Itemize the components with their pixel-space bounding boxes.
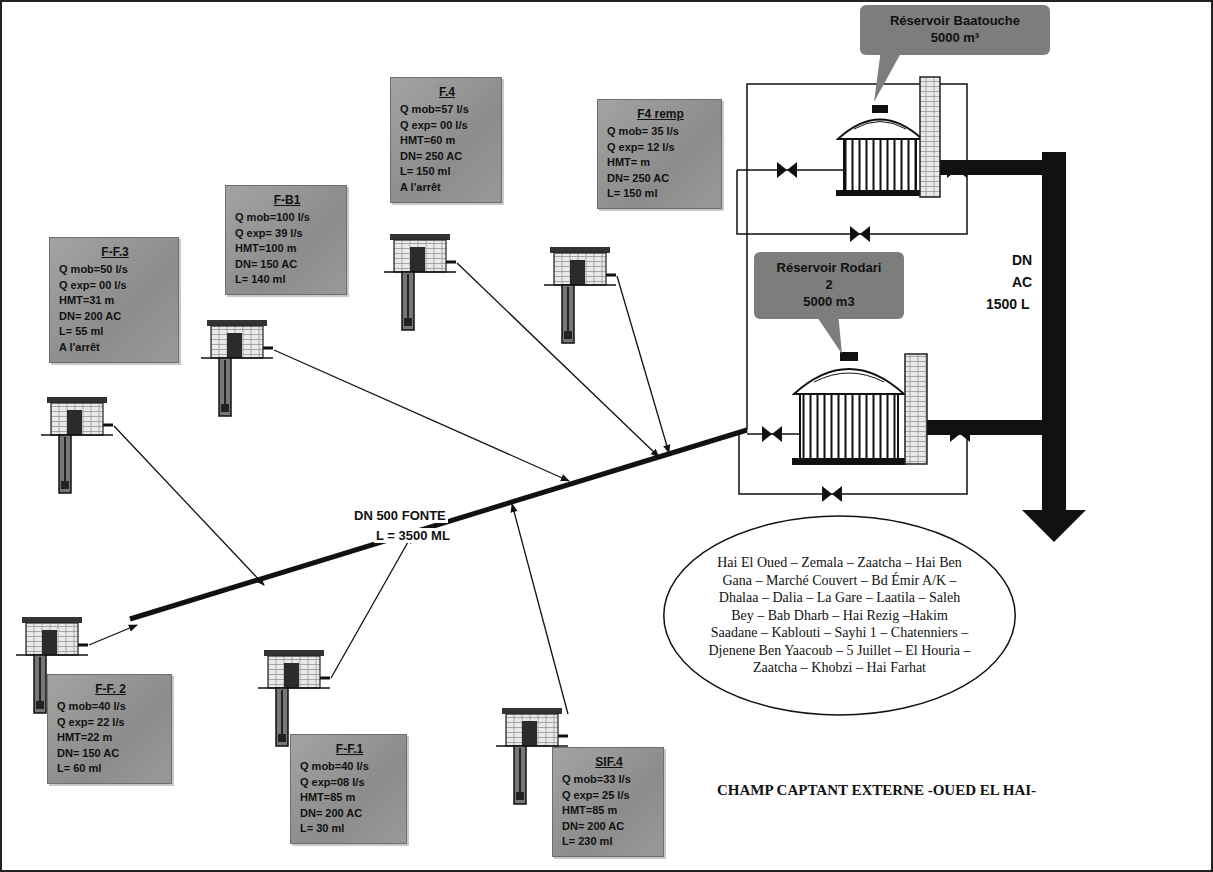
node-text: Q exp=08 l/s: [300, 775, 399, 791]
well-name: F.4: [400, 84, 494, 101]
node-text: DN= 150 AC: [235, 257, 339, 273]
node-text: Q mob=50 l/s: [59, 262, 171, 278]
valve: [850, 226, 870, 242]
node-text: Q mob= 35 l/s: [607, 124, 714, 140]
distribution-main: [927, 152, 1086, 542]
node-text: HMT=85 m: [562, 803, 656, 819]
pipe-f4-remp: [617, 276, 669, 453]
served-areas-ellipse: Hai El Oued – Zemala – Zaatcha – Hai Ben…: [662, 514, 1017, 717]
pipe-f4: [457, 263, 659, 457]
reservoir-callout: Réservoir Baatouche5000 m³: [860, 5, 1050, 55]
node-text: 5000 m³: [870, 30, 1040, 47]
node-text: Q exp= 22 l/s: [57, 715, 164, 731]
node-text: HMT= m: [607, 155, 714, 171]
well-info-box: F-F.1Q mob=40 l/sQ exp=08 l/sHMT=85 mDN=…: [290, 734, 407, 844]
node-text: DN= 250 AC: [607, 171, 714, 187]
well-name: F-F.1: [300, 741, 399, 758]
node-text: 5000 m3: [764, 294, 894, 311]
pipe-label: 1500 L: [984, 296, 1032, 312]
node-text: Q exp= 25 l/s: [562, 788, 656, 804]
wells: [16, 234, 616, 804]
pipe-label: DN 500 FONTE: [352, 508, 448, 523]
well-ff1: [258, 650, 330, 746]
node-text: DN= 150 AC: [57, 746, 164, 762]
node-text: L= 55 ml: [59, 324, 171, 340]
well-f4: [384, 234, 456, 330]
well-name: SIF.4: [562, 754, 656, 771]
node-text: HMT=60 m: [400, 133, 494, 149]
reservoir-baatouche: [836, 77, 940, 197]
well-fb1: [201, 320, 273, 416]
node-text: HMT=100 m: [235, 241, 339, 257]
node-text: Q mob=57 l/s: [400, 102, 494, 118]
reservoir-callout: Réservoir Rodari25000 m3: [754, 252, 904, 319]
pipe-ff2: [89, 625, 137, 645]
pipe-label: L = 3500 ML: [374, 528, 452, 543]
well-name: F-F. 2: [57, 681, 164, 698]
node-text: L= 150 ml: [400, 164, 494, 180]
node-text: DN= 200 AC: [59, 309, 171, 325]
valve: [822, 486, 842, 502]
node-text: HMT=85 m: [300, 790, 399, 806]
well-name: F-B1: [235, 192, 339, 209]
well-info-box: F-F.3Q mob=50 l/sQ exp= 00 l/sHMT=31 mDN…: [49, 237, 179, 363]
main-pipe: [130, 430, 747, 619]
well-info-box: F4 rempQ mob= 35 l/sQ exp= 12 l/sHMT= mD…: [597, 99, 722, 209]
node-text: Q mob=33 l/s: [562, 772, 656, 788]
well-info-box: SIF.4Q mob=33 l/sQ exp= 25 l/sHMT=85 mDN…: [552, 747, 664, 857]
node-text: L= 140 ml: [235, 272, 339, 288]
node-text: Q mob=100 l/s: [235, 210, 339, 226]
well-info-box: F-F. 2Q mob=40 l/sQ exp= 22 l/sHMT=22 mD…: [47, 674, 172, 784]
well-ff3: [41, 397, 113, 493]
reservoir-rodari: [792, 352, 927, 465]
node-text: DN= 250 AC: [400, 149, 494, 165]
valve: [762, 426, 782, 442]
node-text: Hai El Oued – Zemala – Zaatcha – Hai Ben…: [708, 554, 971, 677]
node-text: Q exp= 00 l/s: [59, 278, 171, 294]
pipe-sif4: [512, 504, 568, 714]
pipe-fb1: [274, 350, 569, 481]
node-text: L= 150 ml: [607, 186, 714, 202]
node-text: Q exp= 12 l/s: [607, 140, 714, 156]
node-text: Q mob=40 l/s: [57, 699, 164, 715]
pipe-label: DN: [1010, 252, 1034, 268]
node-text: Q exp= 00 l/s: [400, 118, 494, 134]
node-text: Q exp= 39 l/s: [235, 226, 339, 242]
node-text: HMT=31 m: [59, 293, 171, 309]
well-f4-remp: [544, 247, 616, 343]
node-text: L= 60 ml: [57, 761, 164, 777]
node-text: A l'arrêt: [400, 180, 494, 196]
well-name: F4 remp: [607, 106, 714, 123]
well-name: F-F.3: [59, 244, 171, 261]
node-text: Réservoir Rodari: [764, 260, 894, 277]
node-text: DN= 200 AC: [562, 819, 656, 835]
pipe-label: AC: [1010, 274, 1034, 290]
node-text: Q mob=40 l/s: [300, 759, 399, 775]
node-text: A l'arrêt: [59, 340, 171, 356]
node-text: DN= 200 AC: [300, 806, 399, 822]
pipe-ff3: [114, 426, 264, 585]
node-text: HMT=22 m: [57, 730, 164, 746]
node-text: Réservoir Baatouche: [870, 13, 1040, 30]
node-text: 2: [764, 277, 894, 294]
well-info-box: F.4Q mob=57 l/sQ exp= 00 l/sHMT=60 mDN= …: [390, 77, 502, 203]
node-text: L= 230 ml: [562, 834, 656, 850]
pipe-ff1: [331, 535, 412, 678]
node-text: L= 30 ml: [300, 821, 399, 837]
well-info-box: F-B1Q mob=100 l/sQ exp= 39 l/sHMT=100 mD…: [225, 185, 347, 295]
diagram-title: CHAMP CAPTANT EXTERNE -OUED EL HAI-: [717, 782, 1036, 799]
valve: [777, 162, 797, 178]
